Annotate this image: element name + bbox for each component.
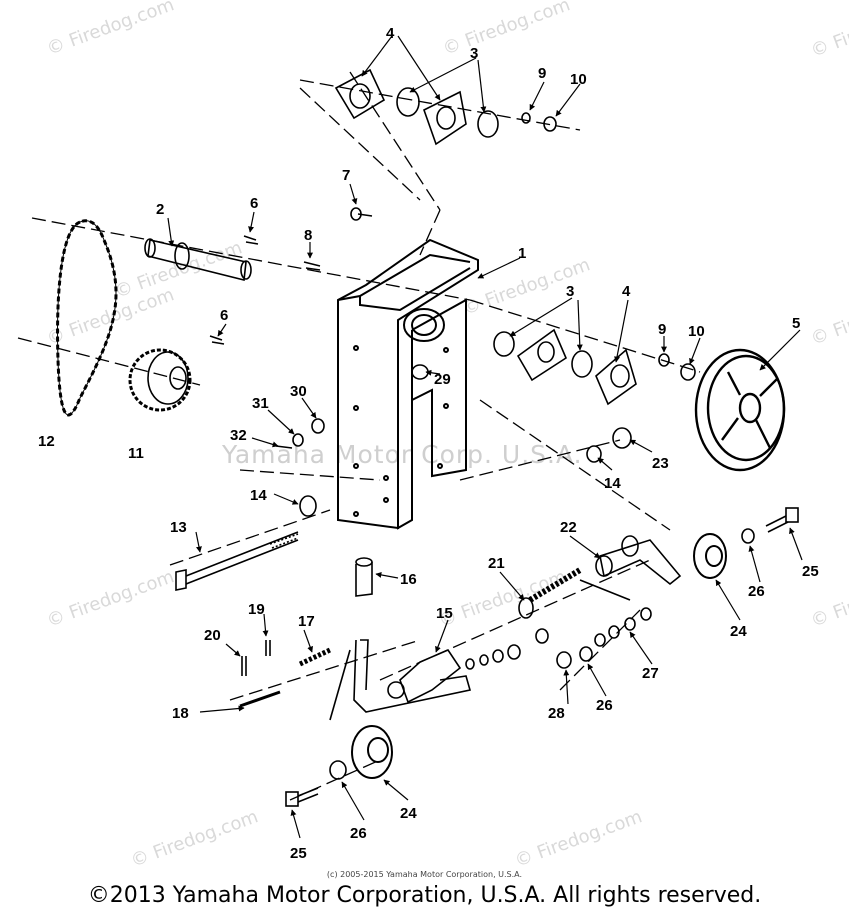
- spring-arm: [518, 535, 682, 619]
- idler-pulley: [351, 533, 727, 779]
- label-14: 14: [604, 475, 621, 492]
- label-1: 1: [518, 245, 526, 262]
- label-26: 26: [748, 583, 765, 600]
- label-26: 26: [596, 697, 613, 714]
- bolts-washers: [285, 507, 799, 807]
- upper-bearing-set: [334, 68, 557, 146]
- label-3: 3: [566, 283, 574, 300]
- long-bolt: [175, 531, 299, 591]
- label-23: 23: [652, 455, 669, 472]
- label-7: 7: [342, 167, 350, 184]
- label-6: 6: [250, 195, 258, 212]
- label-24: 24: [400, 805, 417, 822]
- label-13: 13: [170, 519, 187, 536]
- label-10: 10: [570, 71, 587, 88]
- label-26: 26: [350, 825, 367, 842]
- assembly-lines: [17, 71, 701, 801]
- label-11: 11: [128, 445, 144, 462]
- chain: [56, 219, 118, 417]
- label-14: 14: [250, 487, 267, 504]
- label-4: 4: [622, 283, 631, 300]
- label-24: 24: [730, 623, 747, 640]
- label-5: 5: [792, 315, 800, 332]
- label-4: 4: [386, 25, 395, 42]
- label-19: 19: [248, 601, 265, 618]
- sprocket: [128, 348, 192, 412]
- fasteners: [209, 207, 632, 517]
- label-20: 20: [204, 627, 221, 644]
- large-pulley: [694, 348, 786, 472]
- label-2: 2: [156, 201, 164, 218]
- shaft: [144, 238, 252, 281]
- small-parts: [239, 640, 332, 708]
- label-15: 15: [436, 605, 453, 622]
- label-9: 9: [658, 321, 666, 338]
- label-16: 16: [400, 571, 417, 588]
- label-22: 22: [560, 519, 577, 536]
- part-labels: 1 2 3 3 4 4 4 5 6 6 7 8 9 9 10 10 11 12 …: [38, 25, 819, 862]
- label-3: 3: [470, 45, 478, 62]
- label-17: 17: [298, 613, 315, 630]
- label-21: 21: [488, 555, 505, 572]
- label-25: 25: [290, 845, 307, 862]
- label-8: 8: [304, 227, 312, 244]
- label-30: 30: [290, 383, 307, 400]
- label-29: 29: [434, 371, 451, 388]
- label-18: 18: [172, 705, 189, 722]
- washer-row: [465, 607, 652, 670]
- pin: [355, 557, 373, 597]
- label-12: 12: [38, 433, 55, 450]
- lower-bearing-set: [493, 328, 696, 406]
- leader-lines: [167, 35, 803, 839]
- label-32: 32: [230, 427, 247, 444]
- label-10: 10: [688, 323, 705, 340]
- footer-copyright: ©2013 Yamaha Motor Corporation, U.S.A. A…: [87, 883, 762, 908]
- label-28: 28: [548, 705, 565, 722]
- label-31: 31: [252, 395, 269, 412]
- frame: [337, 238, 479, 530]
- label-9: 9: [538, 65, 546, 82]
- label-27: 27: [642, 665, 659, 682]
- lever: [329, 639, 472, 721]
- label-25: 25: [802, 563, 819, 580]
- small-copyright: (c) 2005-2015 Yamaha Motor Corporation, …: [326, 870, 523, 879]
- label-6: 6: [220, 307, 228, 324]
